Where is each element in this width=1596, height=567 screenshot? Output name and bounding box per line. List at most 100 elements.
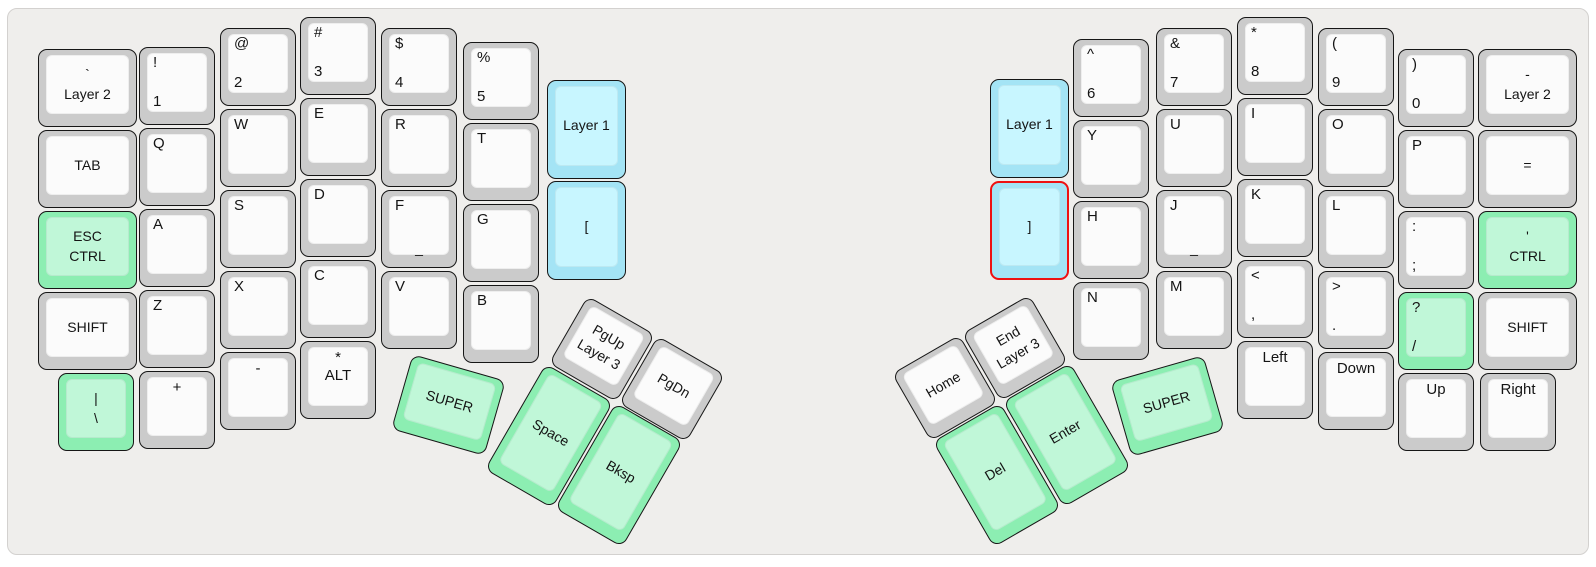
key-quote-ctrl[interactable]: ' CTRL <box>1478 211 1577 289</box>
key-d[interactable]: D <box>300 179 376 257</box>
key-arrow-right[interactable]: Right <box>1480 373 1556 451</box>
key-label: PgDn <box>654 369 694 401</box>
key-hash-3[interactable]: #3 <box>300 17 376 95</box>
key-minus[interactable]: - <box>220 352 296 430</box>
key-greater-period[interactable]: >. <box>1318 271 1394 349</box>
key-colon-semicolon[interactable]: :; <box>1398 211 1474 289</box>
key-label: % <box>477 49 491 66</box>
key-label: CTRL <box>1509 247 1546 264</box>
key-caret-6[interactable]: ^6 <box>1073 39 1149 117</box>
key-label: O <box>1332 116 1344 133</box>
keycap-top: V <box>389 277 449 336</box>
key-shift-left[interactable]: SHIFT <box>38 292 137 370</box>
key-paren-0[interactable]: )0 <box>1398 49 1474 127</box>
keycap-top: - <box>228 358 288 417</box>
key-f[interactable]: F_ <box>381 190 457 268</box>
key-m[interactable]: M <box>1156 271 1232 349</box>
keycap-top: SHIFT <box>1486 298 1569 357</box>
keycap-top: *ALT <box>308 347 368 406</box>
keycap-top: B <box>471 291 531 350</box>
key-super-right[interactable]: SUPER <box>1110 355 1225 457</box>
key-question-slash[interactable]: ?/ <box>1398 292 1474 370</box>
keycap-top: (9 <box>1326 34 1386 93</box>
key-e[interactable]: E <box>300 98 376 176</box>
keycap-top: TAB <box>46 136 129 195</box>
key-arrow-up[interactable]: Up <box>1398 373 1474 451</box>
key-plus[interactable]: + <box>139 371 215 449</box>
key-b[interactable]: B <box>463 285 539 363</box>
keycap-top: @2 <box>228 34 288 93</box>
key-label: \ <box>94 409 98 426</box>
key-equals[interactable]: = <box>1478 130 1577 208</box>
key-percent-5[interactable]: %5 <box>463 42 539 120</box>
key-j[interactable]: J_ <box>1156 190 1232 268</box>
key-layer1-left[interactable]: Layer 1 <box>547 80 626 179</box>
key-star-alt[interactable]: *ALT <box>300 341 376 419</box>
keycap-top: D <box>308 185 368 244</box>
key-q[interactable]: Q <box>139 128 215 206</box>
key-k[interactable]: K <box>1237 179 1313 257</box>
keycap-top: P <box>1406 136 1466 195</box>
key-x[interactable]: X <box>220 271 296 349</box>
key-c[interactable]: C <box>300 260 376 338</box>
key-star-8[interactable]: *8 <box>1237 17 1313 95</box>
key-shift-right[interactable]: SHIFT <box>1478 292 1577 370</box>
key-l[interactable]: L <box>1318 190 1394 268</box>
keycap-top: K <box>1245 185 1305 244</box>
key-label: S <box>234 197 245 214</box>
key-g[interactable]: G <box>463 204 539 282</box>
key-w[interactable]: W <box>220 109 296 187</box>
key-left-bracket[interactable]: [ <box>547 181 626 280</box>
key-minus-layer2[interactable]: -Layer 2 <box>1478 49 1577 127</box>
key-label: ; <box>1412 256 1417 274</box>
key-label: Up <box>1426 381 1446 398</box>
key-r[interactable]: R <box>381 109 457 187</box>
key-right-bracket[interactable]: ] <box>990 181 1069 280</box>
key-s[interactable]: S <box>220 190 296 268</box>
key-label: N <box>1087 289 1098 306</box>
key-label: * <box>335 349 341 366</box>
keycap-top: Left <box>1245 347 1305 406</box>
key-label: 7 <box>1170 73 1179 91</box>
key-i[interactable]: I <box>1237 98 1313 176</box>
key-z[interactable]: Z <box>139 290 215 368</box>
key-p[interactable]: P <box>1398 130 1474 208</box>
key-u[interactable]: U <box>1156 109 1232 187</box>
key-grave-layer2[interactable]: `Layer 2 <box>38 49 137 127</box>
key-arrow-left[interactable]: Left <box>1237 341 1313 419</box>
key-a[interactable]: A <box>139 209 215 287</box>
key-dollar-4[interactable]: $4 <box>381 28 457 106</box>
key-label: = <box>1523 156 1532 173</box>
keycap-top: SHIFT <box>46 298 129 357</box>
key-h[interactable]: H <box>1073 201 1149 279</box>
keycap-top: A <box>147 215 207 274</box>
key-super-left[interactable]: SUPER <box>391 354 506 456</box>
key-y[interactable]: Y <box>1073 120 1149 198</box>
key-label: E <box>314 105 325 122</box>
keycap-top: Layer 1 <box>998 85 1061 165</box>
key-amp-7[interactable]: &7 <box>1156 28 1232 106</box>
key-t[interactable]: T <box>463 123 539 201</box>
key-n[interactable]: N <box>1073 282 1149 360</box>
key-tab[interactable]: TAB <box>38 130 137 208</box>
key-less-comma[interactable]: <, <box>1237 260 1313 338</box>
key-label: ' <box>1526 227 1529 244</box>
key-layer1-right[interactable]: Layer 1 <box>990 79 1069 178</box>
keycap-top: S <box>228 196 288 255</box>
keycap-top: |\ <box>66 379 126 438</box>
key-pipe-backslash[interactable]: |\ <box>58 373 134 451</box>
keycap-top: F_ <box>389 196 449 255</box>
key-o[interactable]: O <box>1318 109 1394 187</box>
key-label: Right <box>1500 381 1536 398</box>
key-label: TAB <box>74 156 101 173</box>
key-paren-9[interactable]: (9 <box>1318 28 1394 106</box>
key-label: SUPER <box>1140 387 1192 417</box>
key-at-2[interactable]: @2 <box>220 28 296 106</box>
key-label: ) <box>1412 56 1417 73</box>
key-v[interactable]: V <box>381 271 457 349</box>
key-arrow-down[interactable]: Down <box>1318 352 1394 430</box>
key-exclam-1[interactable]: !1 <box>139 47 215 125</box>
keycap-top: I <box>1245 104 1305 163</box>
keycap-top: J_ <box>1164 196 1224 255</box>
